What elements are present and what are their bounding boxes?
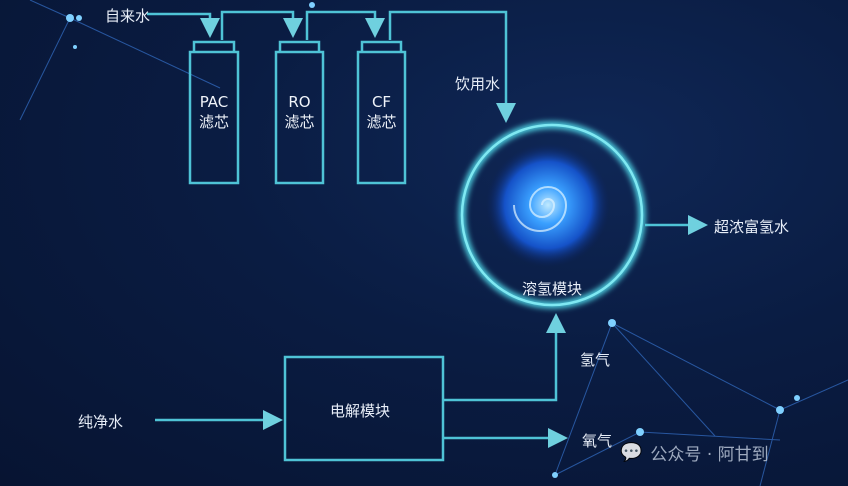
electrolysis-module-box [283, 355, 445, 462]
electrolysis-module-label: 电解模块 [330, 402, 391, 420]
filter-name: CF [371, 93, 392, 111]
wechat-icon: 💬 [620, 442, 643, 463]
filter-cf: CF 滤芯 [358, 92, 405, 132]
pure-water-label: 纯净水 [78, 413, 124, 431]
watermark: 💬 公众号 · 阿甘到 [620, 440, 769, 465]
watermark-text: 公众号 · 阿甘到 [650, 445, 769, 465]
filter-label: 滤芯 [198, 113, 229, 131]
filter-ro: RO 滤芯 [276, 92, 323, 132]
flow-lines [147, 10, 708, 448]
dissolve-module-label: 溶氢模块 [522, 280, 583, 298]
network-decoration [19, 0, 848, 486]
tap-water-label: 自来水 [105, 7, 151, 25]
oxygen-label: 氧气 [582, 432, 613, 450]
drinking-water-label: 饮用水 [455, 75, 501, 93]
filter-name: PAC [199, 93, 229, 111]
hydrogen-label: 氢气 [580, 351, 611, 369]
dissolve-module-circle [458, 121, 646, 309]
filter-label: 滤芯 [366, 113, 397, 131]
filter-name: RO [288, 93, 311, 111]
output-label: 超浓富氢水 [714, 218, 790, 236]
filter-pac: PAC 滤芯 [190, 92, 238, 132]
filter-label: 滤芯 [284, 113, 315, 131]
network-nodes [66, 2, 800, 478]
swirl-icon [486, 143, 610, 267]
filter-housings [188, 40, 407, 185]
